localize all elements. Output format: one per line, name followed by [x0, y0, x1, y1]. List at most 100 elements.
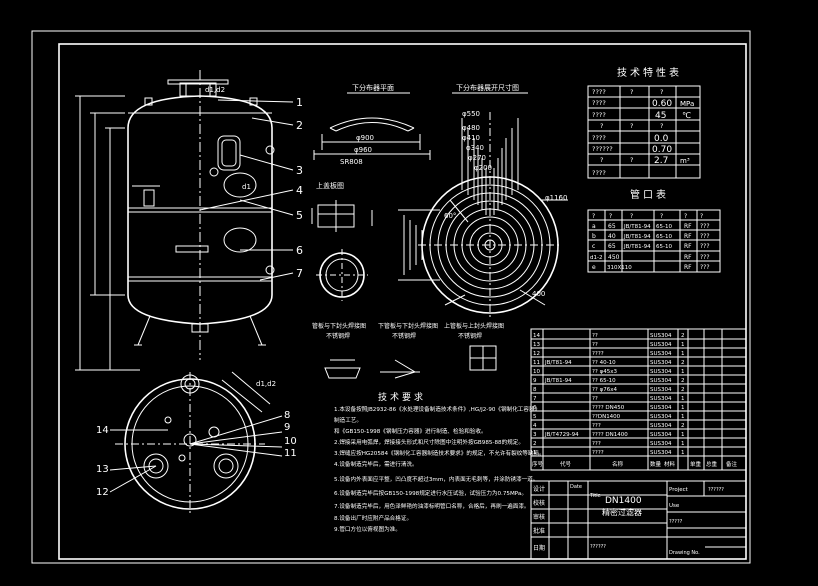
nz-cell: 40	[608, 233, 616, 240]
tech-char-table	[587, 85, 701, 179]
bom-cell: 1	[681, 369, 685, 375]
dim-d960: φ960	[354, 146, 372, 154]
tc-cell: ????	[592, 111, 606, 119]
bom-cell: 14	[533, 333, 540, 339]
bom-cell: SUS304	[650, 360, 672, 366]
bom-cell: ??	[592, 342, 598, 348]
bom-cell: 11	[533, 360, 540, 366]
outer-frame	[31, 30, 751, 564]
lower-distributor-plan	[313, 117, 431, 160]
tc-cell: ?	[630, 88, 633, 96]
note-line: 5.设备内外表面应平整，凹凸度不超过3mm，内表面无毛刺等，并涂防锈漆一道。	[334, 475, 538, 483]
tc-cell: ?	[630, 156, 633, 164]
tc-cell: 0.0	[654, 134, 669, 144]
bom-cell: ???	[592, 423, 601, 429]
nz-cell: 450	[608, 254, 620, 261]
tc-cell: ????	[592, 169, 606, 177]
note-line: 9.管口方位以俯视图为准。	[334, 525, 401, 533]
leader-9: 9	[284, 422, 290, 433]
nz-head: ?	[684, 213, 687, 220]
leader-12: 12	[96, 487, 109, 498]
bom-cell: ??DN1400	[592, 414, 621, 420]
bom-cell: 2	[681, 333, 685, 339]
bom-cell: 5	[533, 414, 537, 420]
bom-cell: SUS304	[650, 387, 672, 393]
dim-d1d2-top: d1,d2	[205, 86, 225, 94]
tc-cell: ????	[592, 88, 606, 96]
bom-cell: 3	[533, 432, 537, 438]
bom-cell: SUS304	[650, 342, 672, 348]
tc-cell: ????	[592, 99, 606, 107]
bom-cell: JB/T81-94	[544, 360, 572, 366]
tb-label: 校核	[533, 499, 545, 507]
bom-cell: 2	[681, 423, 685, 429]
nz-cell: ???	[700, 223, 710, 230]
bom-cell: SUS304	[650, 441, 672, 447]
tc-cell: ??????	[592, 145, 613, 153]
nz-cell: JB/T81-94	[623, 224, 651, 230]
tc-cell: 0.60	[652, 99, 672, 109]
nz-cell: b	[592, 233, 596, 240]
bom-head: 名称	[612, 460, 624, 468]
dim-d1d2-plan: d1,d2	[256, 380, 276, 388]
nz-cell: JB/T81-94	[623, 244, 651, 250]
bom-cell: 1	[681, 432, 685, 438]
bom-cell: ??	[592, 396, 598, 402]
bom-head: 数量	[650, 460, 662, 468]
tb-date-label: Date	[570, 484, 582, 490]
bom-head: 单重	[690, 460, 702, 468]
nz-cell: 65	[608, 243, 616, 250]
nz-cell: ???	[700, 264, 710, 271]
dim-400: 400	[532, 290, 545, 298]
bom-head: 材料	[664, 460, 676, 468]
bom-header: 序号 代号 名称 数量 材料 单重 总重 备注	[532, 460, 738, 468]
bom-cell: SUS304	[650, 351, 672, 357]
bom-cell: JB/T4729-94	[544, 432, 579, 438]
top-cap-view	[311, 200, 373, 301]
section-2-sub: 不锈钢焊	[392, 332, 416, 340]
tb-product-type: 精密过滤器	[602, 507, 642, 517]
nz-head: ?	[660, 213, 663, 220]
leader-7: 7	[296, 267, 303, 280]
note-line: 8.设备出厂时应附产品合格证。	[334, 514, 412, 522]
tc-cell: ?	[630, 122, 633, 130]
dim-d550: φ550	[462, 110, 480, 118]
notes-lines: 1.本设备按照JB2932-86《水处理设备制造技术条件》,HG/J2-90《钢…	[334, 405, 545, 533]
bom-cell: ?? 65-10	[592, 378, 616, 384]
note-line: 7.设备制造完毕后，用色泽鲜艳的油漆标明管口名称，合格后，再刷一遍面漆。	[334, 502, 530, 510]
tb-drawing-label: Drawing No.	[669, 550, 700, 556]
bom-cell: ?? φ45x3	[592, 369, 617, 375]
tech-char-cells: ???? ? ? ???? 0.60 MPa ???? 45 ℃ ? ? ? ?…	[592, 88, 694, 177]
vessel-front-view	[75, 70, 294, 371]
nz-cell: 65-10	[656, 234, 672, 240]
note-line: 6.设备制造完毕后按GB150-1998规定进行水压试验，试验压力为0.75MP…	[334, 489, 527, 497]
bom-head: 总重	[706, 460, 718, 468]
bom-head: 代号	[560, 460, 572, 468]
dim-d1160: φ1160	[545, 194, 567, 202]
leader-3: 3	[296, 164, 303, 177]
bom-cell: 13	[533, 342, 540, 348]
weld-section-3	[469, 345, 497, 371]
note-line: 4.设备制造完毕后，需进行清洗。	[334, 460, 418, 468]
bom-cell: 2	[681, 387, 685, 393]
nz-cell: c	[592, 243, 595, 250]
bom-cell: 1	[533, 450, 537, 456]
tb-code: ??????	[590, 544, 606, 550]
bom-cell: ???	[592, 441, 601, 447]
bom-cell: 12	[533, 351, 540, 357]
nz-cell: RF	[684, 243, 692, 250]
tc-cell: ℃	[682, 111, 691, 120]
bom-cell: 1	[681, 405, 685, 411]
bom-cell: ???? DN450	[592, 405, 625, 411]
bom-cell: SUS304	[650, 414, 672, 420]
nz-cell: 65-10	[656, 224, 672, 230]
lower-distributor-unfold	[398, 112, 568, 318]
bom-cell: SUS304	[650, 396, 672, 402]
nz-cell: JB/T81-94	[623, 234, 651, 240]
section-1-sub: 不锈钢焊	[326, 332, 350, 340]
bom-cell: ????	[592, 450, 604, 456]
tb-use-label: Use	[669, 503, 680, 509]
leader-8: 8	[284, 410, 290, 421]
tc-cell: 2.7	[654, 156, 668, 166]
